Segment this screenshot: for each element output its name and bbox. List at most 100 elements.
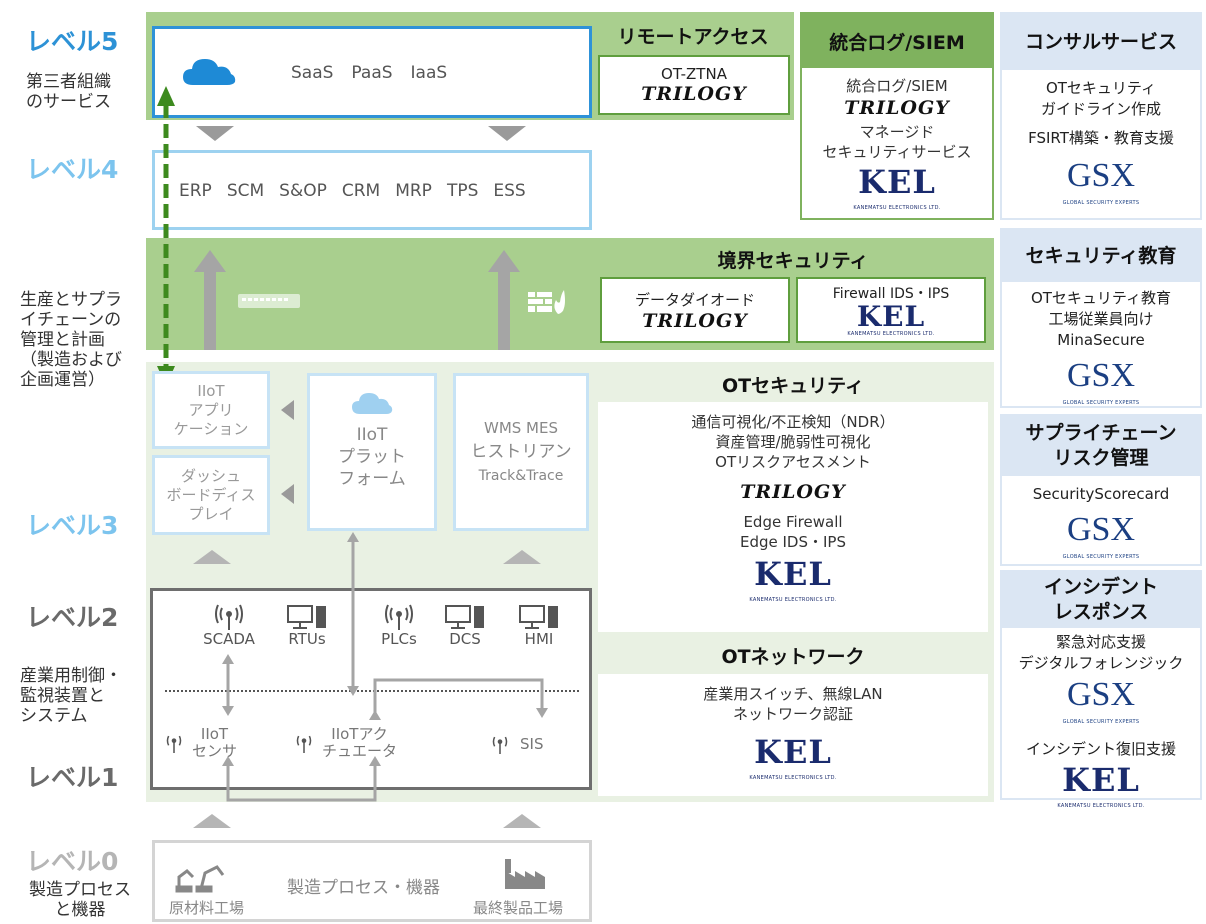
kel-logo: KEL — [858, 163, 936, 201]
trilogy-logo: TRILOGY — [641, 83, 747, 105]
double-arrow-icon — [157, 86, 175, 386]
cloud-icon — [352, 393, 393, 414]
dashboard-label: ダッシュボードディスプレイ — [166, 466, 256, 523]
remote-access-box: OT-ZTNA TRILOGY — [598, 55, 790, 115]
arrow-up-icon — [194, 250, 226, 350]
gsx-logo: GSX — [1066, 511, 1136, 548]
factory-icon — [505, 859, 545, 889]
gsx-logo-sub: GLOBAL SECURITY EXPERTS — [1062, 400, 1140, 406]
antenna-icon — [385, 604, 413, 630]
dashboard-box: ダッシュボードディスプレイ — [152, 455, 270, 535]
ot-security-body: 通信可視化/不正検知（NDR） 資産管理/脆弱性可視化 OTリスクアセスメント … — [598, 402, 988, 610]
scada-device: SCADA — [192, 604, 266, 648]
level-divider — [165, 690, 579, 692]
kel-logo: KEL — [754, 733, 832, 771]
sis-device: SIS — [488, 734, 543, 754]
siem-panel: 統合ログ/SIEM 統合ログ/SIEM TRILOGY マネージド セキュリティ… — [800, 12, 994, 220]
consulting-line: ガイドライン作成 — [1040, 100, 1161, 118]
arrow-down-icon — [488, 126, 526, 141]
gsx-logo: GSX — [1066, 676, 1136, 713]
ot-network-title: OTネットワーク — [598, 636, 988, 674]
erp-label: ERP — [179, 181, 212, 201]
incident-line: 緊急対応支援 — [1055, 633, 1146, 651]
scm-label: SCM — [226, 181, 265, 201]
level1-label: レベル1 — [26, 763, 119, 792]
kel-logo: KEL — [754, 555, 832, 593]
education-panel: セキュリティ教育 OTセキュリティ教育 工場従業員向け MinaSecure G… — [1000, 228, 1202, 408]
antenna-icon — [215, 604, 243, 630]
arrow-left-icon — [281, 484, 294, 504]
supply-chain-panel: サプライチェーンリスク管理 SecurityScorecard GSX GLOB… — [1000, 414, 1202, 566]
consulting-line: OTセキュリティ — [1045, 79, 1157, 97]
gsx-logo-sub: GLOBAL SECURITY EXPERTS — [1062, 719, 1140, 725]
data-diode-label: データダイオード — [634, 290, 755, 309]
ess-label: ESS — [493, 181, 526, 201]
ot-ztna-label: OT-ZTNA — [661, 65, 727, 83]
auth-line: ネットワーク認証 — [732, 705, 853, 723]
arrow-up-icon — [503, 550, 541, 564]
connector-lines — [222, 532, 548, 802]
switch-line: 産業用スイッチ、無線LAN — [703, 685, 883, 703]
scada-label: SCADA — [203, 630, 255, 648]
saas-label: SaaS — [291, 63, 334, 83]
incident-title: インシデントレスポンス — [1002, 572, 1200, 628]
antenna-icon — [492, 736, 508, 754]
dcs-device: DCS — [428, 604, 502, 648]
cloud-icon — [183, 59, 236, 85]
siem-line: 統合ログ/SIEM — [846, 77, 948, 95]
risk-line: OTリスクアセスメント — [715, 453, 871, 471]
level0-label: レベル0 — [26, 847, 119, 876]
boundary-title: 境界セキュリティ — [717, 250, 869, 272]
cloud-services-box: SaaS PaaS IaaS — [152, 26, 592, 118]
computer-icon — [287, 605, 326, 629]
trilogy-logo: TRILOGY — [642, 309, 748, 332]
sis-label: SIS — [520, 735, 544, 753]
gsx-logo: GSX — [1066, 157, 1136, 194]
firewall-box: Firewall IDS・IPS KEL KANEMATSU ELECTRONI… — [796, 277, 986, 343]
switch-icon — [238, 294, 300, 308]
consulting-panel: コンサルサービス OTセキュリティ ガイドライン作成 FSIRT構築・教育支援 … — [1000, 12, 1202, 220]
siem-title: 統合ログ/SIEM — [802, 14, 992, 68]
gsx-logo-sub: GLOBAL SECURITY EXPERTS — [1062, 554, 1140, 560]
kel-logo-sub: KANEMATSU ELECTRONICS LTD. — [847, 331, 935, 337]
arrow-down-icon — [196, 126, 234, 141]
historian-label: ヒストリアン — [470, 442, 572, 462]
managed-line: マネージド — [859, 123, 935, 141]
plcs-device: PLCs — [362, 604, 436, 648]
kel-logo-sub: KANEMATSU ELECTRONICS LTD. — [1057, 803, 1145, 809]
hmi-device: HMI — [502, 604, 576, 648]
education-line: OTセキュリティ教育 — [1030, 289, 1172, 307]
tps-label: TPS — [446, 181, 479, 201]
kel-logo-sub: KANEMATSU ELECTRONICS LTD. — [749, 775, 837, 781]
wms-mes-label: WMS MES — [483, 419, 558, 437]
trilogy-logo: TRILOGY — [740, 481, 846, 503]
enterprise-box: ERP SCM S&OP CRM MRP TPS ESS — [152, 150, 592, 230]
ot-network-panel: OTネットワーク 産業用スイッチ、無線LAN ネットワーク認証 KEL KANE… — [598, 636, 988, 796]
ot-security-title: OTセキュリティ — [598, 366, 988, 402]
crm-label: CRM — [341, 181, 381, 201]
arrow-up-icon — [488, 250, 520, 350]
arrow-up-icon — [503, 814, 541, 828]
forensics-line: デジタルフォレンジック — [1018, 654, 1184, 672]
gsx-logo: GSX — [1066, 357, 1136, 394]
arrow-left-icon — [281, 400, 294, 420]
robot-arm-icon — [175, 865, 225, 893]
recovery-line: インシデント復旧支援 — [1025, 740, 1176, 758]
cloud-items: SaaS PaaS IaaS — [291, 63, 531, 83]
ndr-line: 通信可視化/不正検知（NDR） — [691, 413, 895, 431]
hmi-label: HMI — [524, 630, 554, 648]
education-line: MinaSecure — [1057, 331, 1145, 349]
data-diode-box: データダイオード TRILOGY — [600, 277, 790, 343]
kel-logo-sub: KANEMATSU ELECTRONICS LTD. — [853, 205, 941, 211]
dcs-label: DCS — [449, 630, 481, 648]
final-product-label: 最終製品工場 — [473, 899, 564, 917]
iiot-actuator-label: IIoTアクチュエータ — [322, 725, 398, 760]
education-line: 工場従業員向け — [1048, 310, 1154, 328]
siem-body: 統合ログ/SIEM TRILOGY マネージド セキュリティサービス KEL K… — [802, 68, 992, 218]
computer-icon — [445, 605, 484, 629]
firewall-icon — [528, 290, 565, 314]
